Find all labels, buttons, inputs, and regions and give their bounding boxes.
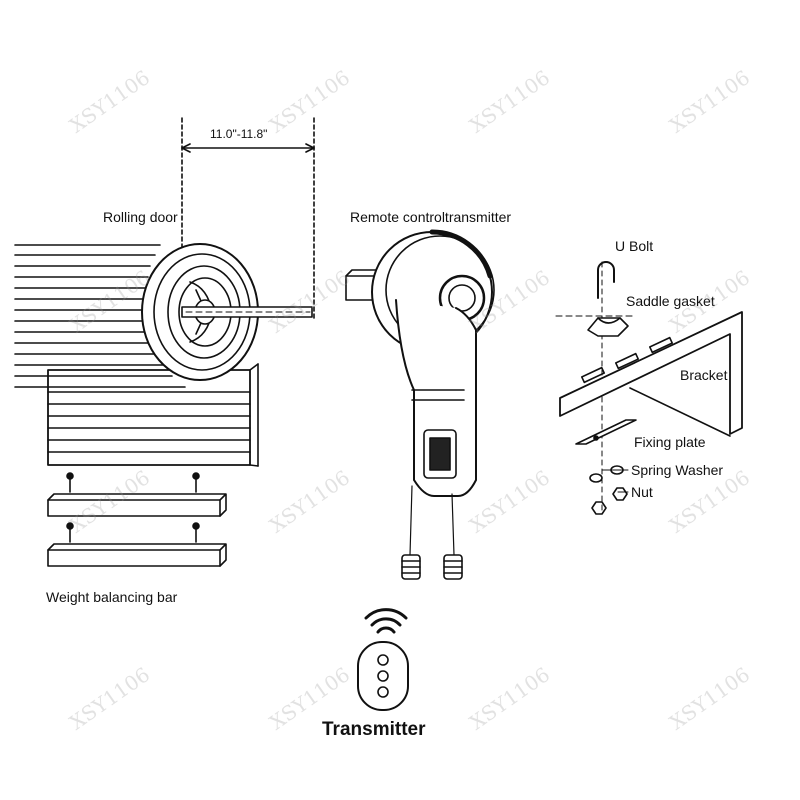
mounting-hardware [555, 261, 743, 515]
u-bolt-label: U Bolt [615, 238, 654, 254]
weight-bar-upper [47, 472, 227, 517]
saddle-gasket-label: Saddle gasket [626, 293, 715, 309]
motor-label: Remote controltransmitter [350, 209, 512, 225]
nut-label: Nut [631, 484, 653, 500]
nut-part [591, 487, 628, 515]
dimension-marker [181, 117, 315, 319]
spring-washer-label: Spring Washer [631, 462, 724, 478]
cord-handle-right [443, 554, 463, 580]
transmitter-label: Transmitter [322, 719, 426, 740]
door-axle [181, 306, 313, 318]
spring-washer-part [589, 465, 624, 483]
fixing-plate-part [575, 419, 637, 445]
signal-waves-icon [364, 608, 408, 634]
door-roll-slats [14, 244, 186, 388]
saddle-gasket-part [587, 317, 629, 337]
door-curtain [47, 363, 259, 467]
bracket-part [559, 311, 743, 437]
weight-balancing-bar [47, 472, 227, 567]
dimension-label: 11.0"-11.8" [210, 127, 268, 141]
fixing-plate-label: Fixing plate [634, 434, 706, 450]
motor-unit [345, 229, 495, 580]
u-bolt-part [597, 261, 615, 299]
remote-transmitter [357, 608, 409, 711]
rolling-door-label: Rolling door [103, 209, 178, 225]
bracket-label: Bracket [680, 367, 728, 383]
weight-bar-label: Weight balancing bar [46, 589, 178, 605]
cord-handle-left [401, 554, 421, 580]
rolling-door [14, 243, 313, 467]
weight-bar-lower [47, 522, 227, 567]
